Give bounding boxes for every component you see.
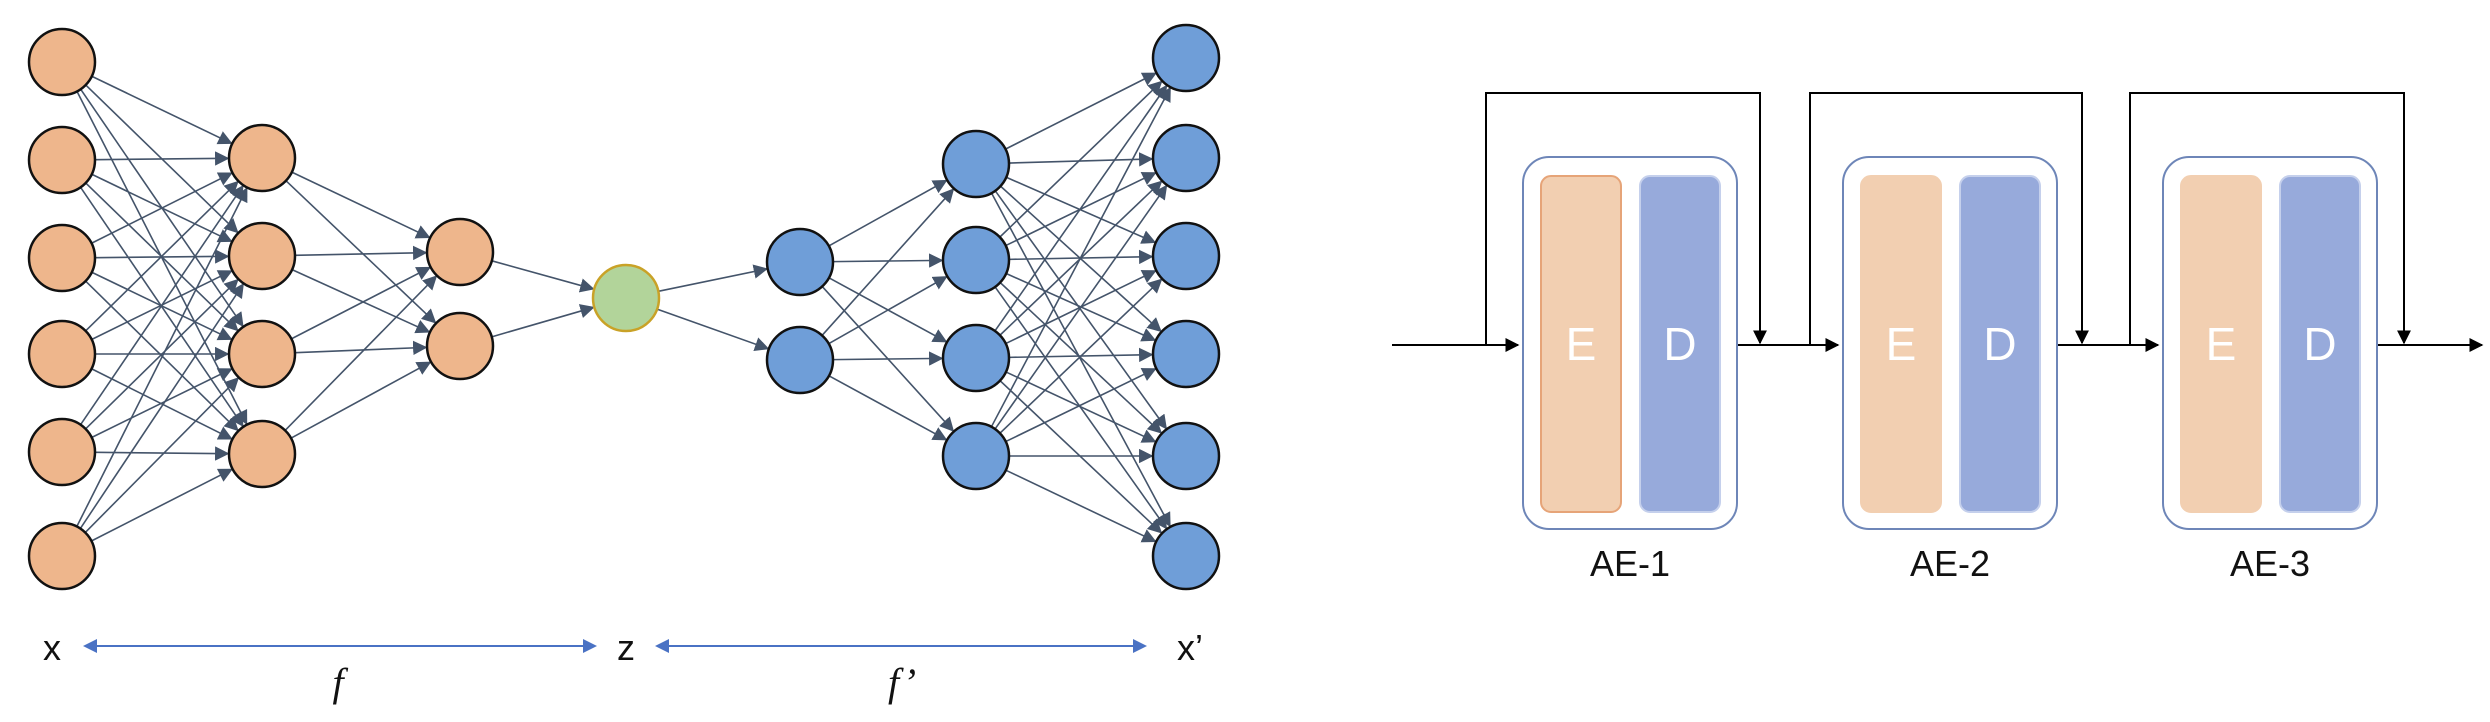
network-edge	[994, 184, 1168, 430]
input-label: x	[43, 627, 61, 668]
network-edge	[999, 80, 1163, 238]
network-edge	[491, 260, 595, 293]
decoder-node	[765, 325, 835, 395]
encoder-node	[27, 125, 97, 195]
ae-block-2: E D AE-2	[1842, 156, 2058, 584]
encoder-letter: E	[2206, 318, 2237, 370]
network-edge	[91, 368, 233, 439]
network-edge	[658, 264, 769, 293]
network-edge	[91, 172, 233, 244]
network-edges	[76, 72, 1171, 543]
encoder-node	[227, 221, 297, 291]
network-edge	[91, 468, 233, 542]
network-edge	[85, 180, 239, 332]
decoder-node	[1151, 319, 1221, 389]
decoder-node	[1151, 521, 1221, 591]
network-edge	[994, 190, 1167, 430]
network-edge	[828, 375, 948, 441]
stacked-autoencoders: E D AE-1 E D AE-2 E D AE-3	[1392, 92, 2484, 584]
skip-connection-3	[2129, 92, 2411, 345]
decoder-node	[1151, 421, 1221, 491]
ae-label: AE-3	[2230, 543, 2310, 584]
decoder-letter: D	[1983, 318, 2016, 370]
encoder-block	[2180, 175, 2262, 513]
ae-label: AE-2	[1910, 543, 1990, 584]
network-edge	[832, 253, 944, 268]
encoder-node	[425, 217, 495, 287]
network-edge	[1008, 152, 1154, 167]
network-edge	[1005, 72, 1157, 150]
decoder-block	[1639, 175, 1721, 513]
network-edge	[291, 171, 431, 239]
encoder-function-label: f	[332, 660, 348, 705]
network-edge	[828, 276, 948, 345]
network-edge	[1005, 469, 1157, 543]
latent-node	[591, 263, 661, 333]
encoder-node	[27, 27, 97, 97]
decoder-letter: D	[2303, 318, 2336, 370]
decoder-node	[941, 421, 1011, 491]
encoder-letter: E	[1886, 318, 1917, 370]
decoder-node	[1151, 221, 1221, 291]
encoder-node	[227, 419, 297, 489]
output-label: x’	[1177, 627, 1203, 668]
decoder-node	[1151, 123, 1221, 193]
network-edge	[84, 377, 240, 534]
decoder-letter: D	[1663, 318, 1696, 370]
network-edge	[94, 151, 230, 166]
network-edge	[290, 266, 432, 340]
encoder-block	[1860, 175, 1942, 513]
encoder-block	[1540, 175, 1622, 513]
network-edge	[85, 278, 239, 430]
network-edge	[999, 281, 1163, 434]
network-edge	[821, 188, 955, 336]
decoder-node	[765, 227, 835, 297]
network-edge	[91, 75, 233, 145]
latent-label: z	[617, 627, 635, 668]
ae-label: AE-1	[1590, 543, 1670, 584]
network-edge	[1005, 368, 1157, 443]
network-edge	[999, 278, 1163, 434]
decoder-node	[1151, 23, 1221, 93]
encoder-node	[27, 223, 97, 293]
network-edge	[491, 304, 595, 338]
network-edge	[79, 184, 244, 426]
decoder-function-label: f’	[888, 660, 916, 705]
network-edge	[76, 187, 248, 527]
network-edge	[994, 84, 1168, 332]
network-edge	[828, 179, 948, 247]
decoder-node	[941, 129, 1011, 199]
network-edge	[294, 340, 428, 356]
encoder-node	[227, 319, 297, 389]
network-edge	[79, 283, 244, 529]
encoder-node	[27, 417, 97, 487]
decoder-block	[2279, 175, 2361, 513]
network-edge	[285, 180, 437, 324]
encoder-node	[425, 311, 495, 381]
skip-connection-2	[1809, 92, 2089, 345]
encoder-node	[27, 319, 97, 389]
network-edge	[832, 351, 944, 366]
skip-connection-1	[1485, 92, 1767, 345]
network-edge	[656, 308, 770, 352]
decoder-node	[941, 323, 1011, 393]
network-edge	[94, 446, 230, 461]
network-edge	[294, 245, 428, 261]
decoder-block	[1959, 175, 2041, 513]
ae-block-1: E D AE-1	[1522, 156, 1738, 584]
network-nodes	[27, 23, 1221, 591]
ae-block-3: E D AE-3	[2162, 156, 2378, 584]
encoder-node	[27, 521, 97, 591]
autoencoder-network: x z x’ f f’	[27, 23, 1221, 705]
network-edge	[290, 361, 432, 439]
encoder-letter: E	[1566, 318, 1597, 370]
network-edge	[990, 192, 1171, 528]
encoder-node	[227, 123, 297, 193]
decoder-node	[941, 225, 1011, 295]
network-edge	[291, 268, 431, 334]
network-edge	[1005, 371, 1157, 443]
network-edge	[284, 275, 438, 431]
network-edge	[990, 86, 1171, 428]
